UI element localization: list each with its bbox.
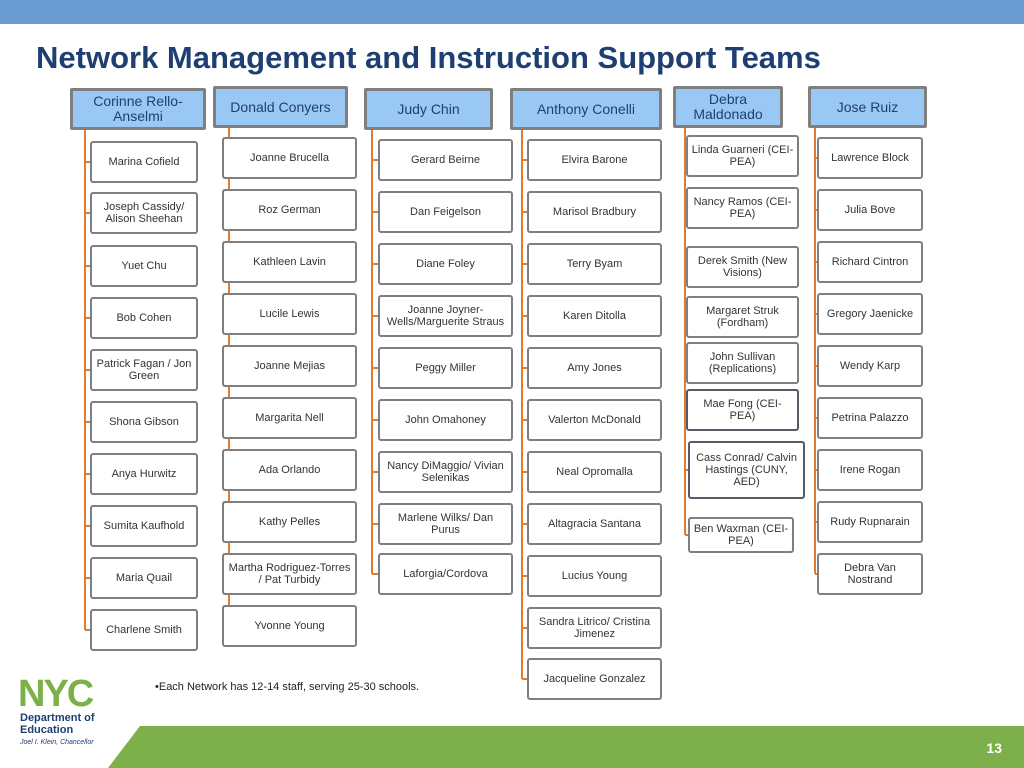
- team-5-member-4: Wendy Karp: [817, 345, 923, 387]
- page-number: 13: [986, 740, 1002, 756]
- team-lead-0: Corinne Rello-Anselmi: [70, 88, 206, 130]
- team-lead-5: Jose Ruiz: [808, 86, 927, 128]
- team-5-member-5: Petrina Palazzo: [817, 397, 923, 439]
- team-1-member-3: Lucile Lewis: [222, 293, 357, 335]
- team-1-member-8: Martha Rodriguez-Torres / Pat Turbidy: [222, 553, 357, 595]
- team-1-member-5: Margarita Nell: [222, 397, 357, 439]
- nyc-logo: NYC: [18, 673, 96, 715]
- team-4-member-0: Linda Guarneri (CEI-PEA): [686, 135, 799, 177]
- team-3-member-5: Valerton McDonald: [527, 399, 662, 441]
- team-1-member-1: Roz German: [222, 189, 357, 231]
- team-5-member-1: Julia Bove: [817, 189, 923, 231]
- top-accent-bar: [0, 0, 1024, 24]
- team-4-member-2: Derek Smith (New Visions): [686, 246, 799, 288]
- team-5-member-2: Richard Cintron: [817, 241, 923, 283]
- team-4-member-5: Mae Fong (CEI-PEA): [686, 389, 799, 431]
- slide-title: Network Management and Instruction Suppo…: [36, 40, 821, 75]
- team-3-member-8: Lucius Young: [527, 555, 662, 597]
- nyc-logo-letters: NYC: [18, 673, 94, 715]
- team-0-member-8: Maria Quail: [90, 557, 198, 599]
- team-3-member-9: Sandra Litrico/ Cristina Jimenez: [527, 607, 662, 649]
- team-5-member-3: Gregory Jaenicke: [817, 293, 923, 335]
- team-3-member-3: Karen Ditolla: [527, 295, 662, 337]
- team-lead-4: Debra Maldonado: [673, 86, 783, 128]
- team-lead-2: Judy Chin: [364, 88, 493, 130]
- team-0-member-4: Patrick Fagan / Jon Green: [90, 349, 198, 391]
- team-lead-1: Donald Conyers: [213, 86, 348, 128]
- team-0-member-1: Joseph Cassidy/ Alison Sheehan: [90, 192, 198, 234]
- team-5-member-6: Irene Rogan: [817, 449, 923, 491]
- team-2-member-6: Nancy DiMaggio/ Vivian Selenikas: [378, 451, 513, 493]
- team-3-member-7: Altagracia Santana: [527, 503, 662, 545]
- team-0-member-5: Shona Gibson: [90, 401, 198, 443]
- team-3-member-10: Jacqueline Gonzalez: [527, 658, 662, 700]
- team-0-member-6: Anya Hurwitz: [90, 453, 198, 495]
- team-0-member-2: Yuet Chu: [90, 245, 198, 287]
- team-2-member-4: Peggy Miller: [378, 347, 513, 389]
- team-4-member-4: John Sullivan (Replications): [686, 342, 799, 384]
- footnote: •Each Network has 12-14 staff, serving 2…: [155, 681, 420, 693]
- team-4-member-6: Cass Conrad/ Calvin Hastings (CUNY, AED): [688, 441, 805, 499]
- team-1-member-7: Kathy Pelles: [222, 501, 357, 543]
- team-lead-3: Anthony Conelli: [510, 88, 662, 130]
- footer-bar: [108, 726, 1024, 768]
- logo-chancellor: Joel I. Klein, Chancellor: [20, 739, 94, 746]
- team-5-member-0: Lawrence Block: [817, 137, 923, 179]
- team-0-member-9: Charlene Smith: [90, 609, 198, 651]
- team-1-member-6: Ada Orlando: [222, 449, 357, 491]
- team-3-member-1: Marisol Bradbury: [527, 191, 662, 233]
- team-4-member-7: Ben Waxman (CEI-PEA): [688, 517, 794, 553]
- team-5-member-8: Debra Van Nostrand: [817, 553, 923, 595]
- team-2-member-7: Marlene Wilks/ Dan Purus: [378, 503, 513, 545]
- team-3-member-2: Terry Byam: [527, 243, 662, 285]
- team-2-member-2: Diane Foley: [378, 243, 513, 285]
- team-0-member-3: Bob Cohen: [90, 297, 198, 339]
- team-1-member-4: Joanne Mejias: [222, 345, 357, 387]
- team-4-member-1: Nancy Ramos (CEI-PEA): [686, 187, 799, 229]
- team-2-member-8: Laforgia/Cordova: [378, 553, 513, 595]
- team-4-member-3: Margaret Struk (Fordham): [686, 296, 799, 338]
- team-2-member-0: Gerard Beirne: [378, 139, 513, 181]
- team-1-member-2: Kathleen Lavin: [222, 241, 357, 283]
- team-2-member-3: Joanne Joyner-Wells/Marguerite Straus: [378, 295, 513, 337]
- team-2-member-5: John Omahoney: [378, 399, 513, 441]
- team-1-member-9: Yvonne Young: [222, 605, 357, 647]
- logo-department: Department of Education: [20, 712, 95, 736]
- team-0-member-7: Sumita Kaufhold: [90, 505, 198, 547]
- team-1-member-0: Joanne Brucella: [222, 137, 357, 179]
- team-2-member-1: Dan Feigelson: [378, 191, 513, 233]
- team-3-member-6: Neal Opromalla: [527, 451, 662, 493]
- team-3-member-4: Amy Jones: [527, 347, 662, 389]
- team-0-member-0: Marina Cofield: [90, 141, 198, 183]
- team-5-member-7: Rudy Rupnarain: [817, 501, 923, 543]
- team-3-member-0: Elvira Barone: [527, 139, 662, 181]
